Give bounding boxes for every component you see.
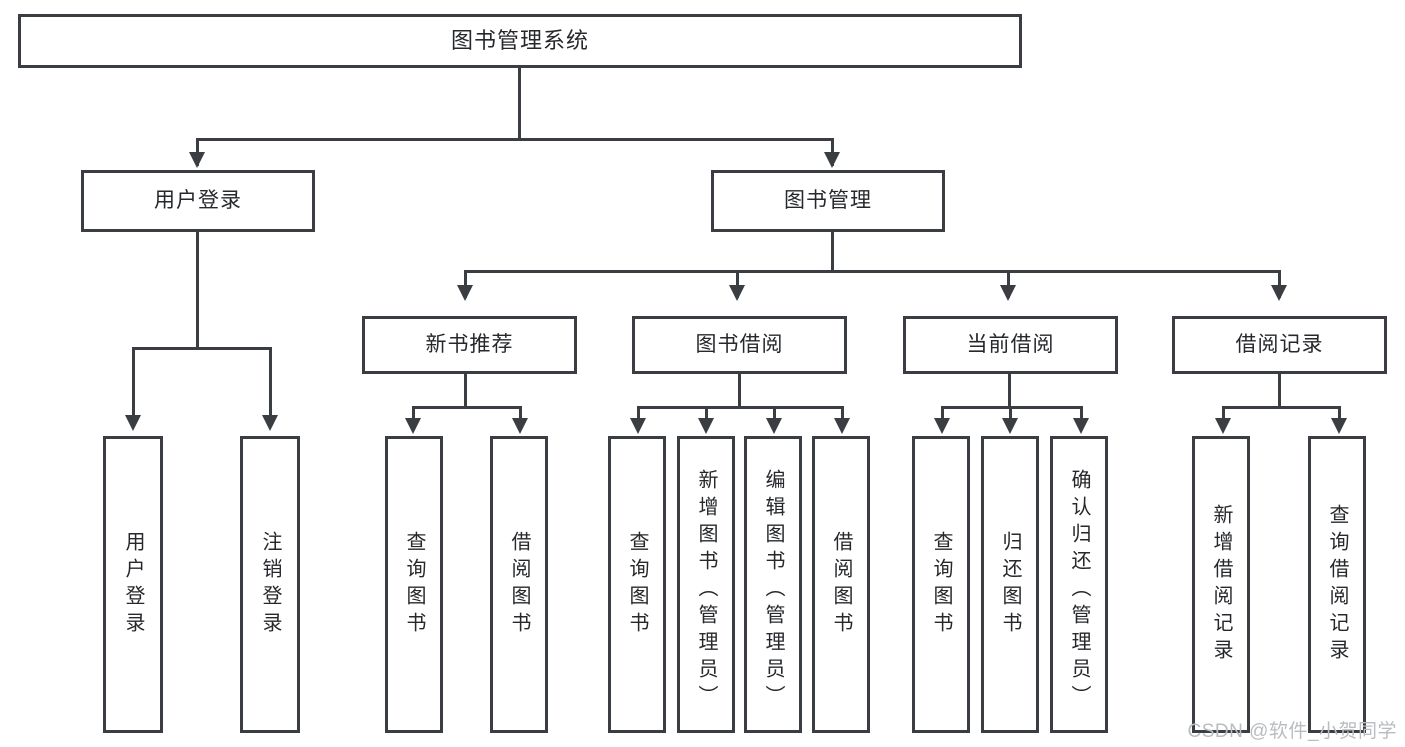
node-label: 图书借阅 — [695, 332, 784, 356]
node-label: 确认归还（管理员） — [1068, 469, 1090, 712]
node-label: 借阅记录 — [1235, 332, 1324, 356]
connector-current-borrow-drop-2 — [1009, 406, 1012, 422]
node-label: 编辑图书（管理员） — [762, 469, 784, 712]
arrowhead-book-borrow-leaf-4 — [834, 418, 850, 434]
arrowhead-book-borrow-leaf-2 — [698, 418, 714, 434]
connector-book-borrow-stem — [738, 374, 741, 408]
connector-book-borrow-bus — [637, 406, 844, 409]
node-label: 新增图书（管理员） — [695, 469, 717, 712]
connector-book-borrow-drop-3 — [773, 406, 776, 422]
arrowhead-to-new-book-recommend — [457, 285, 473, 301]
node-root-system[interactable]: 图书管理系统 — [18, 14, 1022, 68]
node-label: 注销登录 — [259, 530, 281, 639]
connector-current-borrow-drop-3 — [1080, 406, 1083, 422]
node-borrow-record[interactable]: 借阅记录 — [1172, 316, 1387, 374]
node-label: 图书管理系统 — [450, 28, 589, 54]
node-user-login[interactable]: 用户登录 — [81, 170, 315, 232]
arrowhead-to-book-borrow — [729, 285, 745, 301]
node-book-management[interactable]: 图书管理 — [711, 170, 945, 232]
node-label: 查询图书 — [403, 530, 425, 639]
connector-book-borrow-drop-2 — [705, 406, 708, 422]
connector-current-borrow-bus — [941, 406, 1083, 409]
connector-book-manage-drop-2 — [736, 270, 739, 298]
connector-borrow-record-stem — [1278, 374, 1281, 408]
leaf-current-borrow-query-book[interactable]: 查询图书 — [912, 436, 970, 733]
connector-new-book-bus — [412, 406, 522, 409]
connector-book-borrow-drop-4 — [841, 406, 844, 422]
node-label: 当前借阅 — [966, 332, 1055, 356]
arrowhead-borrow-record-leaf-2 — [1331, 418, 1347, 434]
node-label: 查询图书 — [930, 530, 952, 639]
arrowhead-user-login-leaf-1 — [125, 415, 141, 431]
arrowhead-book-borrow-leaf-3 — [766, 418, 782, 434]
connector-book-manage-drop-1 — [464, 270, 467, 298]
arrowhead-borrow-record-leaf-1 — [1215, 418, 1231, 434]
connector-user-login-stem — [196, 232, 199, 349]
connector-borrow-record-drop-1 — [1222, 406, 1225, 422]
leaf-book-borrow-edit-book[interactable]: 编辑图书（管理员） — [744, 436, 802, 733]
connector-user-login-bus — [132, 347, 272, 350]
node-current-borrow[interactable]: 当前借阅 — [903, 316, 1118, 374]
arrowhead-current-borrow-leaf-2 — [1002, 418, 1018, 434]
arrowhead-to-current-borrow — [1000, 285, 1016, 301]
node-label: 用户登录 — [122, 530, 144, 639]
leaf-borrow-record-add-record[interactable]: 新增借阅记录 — [1192, 436, 1250, 733]
leaf-user-login-logout[interactable]: 注销登录 — [240, 436, 300, 733]
leaf-book-borrow-query-book[interactable]: 查询图书 — [608, 436, 666, 733]
arrowhead-user-login-leaf-2 — [262, 415, 278, 431]
connector-new-book-drop-2 — [519, 406, 522, 422]
node-book-borrow[interactable]: 图书借阅 — [632, 316, 847, 374]
node-new-book-recommend[interactable]: 新书推荐 — [362, 316, 577, 374]
arrowhead-current-borrow-leaf-3 — [1073, 418, 1089, 434]
node-label: 归还图书 — [999, 530, 1021, 639]
arrowhead-current-borrow-leaf-1 — [934, 418, 950, 434]
node-label: 查询图书 — [626, 530, 648, 639]
arrowhead-root-to-book-manage — [824, 152, 840, 168]
connector-new-book-drop-1 — [412, 406, 415, 422]
connector-book-manage-drop-3 — [1007, 270, 1010, 298]
node-label: 图书管理 — [784, 188, 872, 212]
leaf-new-book-query-book[interactable]: 查询图书 — [385, 436, 443, 733]
leaf-borrow-record-query-record[interactable]: 查询借阅记录 — [1308, 436, 1366, 733]
arrowhead-root-to-user-login — [189, 152, 205, 168]
arrowhead-new-book-leaf-1 — [405, 418, 421, 434]
connector-borrow-record-bus — [1222, 406, 1341, 409]
node-label: 借阅图书 — [830, 530, 852, 639]
connector-current-borrow-stem — [1008, 374, 1011, 408]
connector-user-login-drop-1 — [132, 347, 135, 422]
leaf-current-borrow-confirm-return[interactable]: 确认归还（管理员） — [1050, 436, 1108, 733]
connector-book-manage-drop-4 — [1278, 270, 1281, 298]
leaf-book-borrow-add-book[interactable]: 新增图书（管理员） — [677, 436, 735, 733]
connector-book-borrow-drop-1 — [637, 406, 640, 422]
node-label: 借阅图书 — [508, 530, 530, 639]
connector-root-stem — [518, 68, 521, 140]
leaf-book-borrow-borrow-book[interactable]: 借阅图书 — [812, 436, 870, 733]
connector-book-manage-bus — [464, 270, 1281, 273]
connector-new-book-stem — [464, 374, 467, 408]
node-label: 新增借阅记录 — [1210, 503, 1232, 666]
leaf-new-book-borrow-book[interactable]: 借阅图书 — [490, 436, 548, 733]
leaf-user-login-login[interactable]: 用户登录 — [103, 436, 163, 733]
leaf-current-borrow-return-book[interactable]: 归还图书 — [981, 436, 1039, 733]
connector-root-bus — [196, 138, 834, 141]
node-label: 查询借阅记录 — [1326, 503, 1348, 666]
watermark-text: CSDN @软件_小贺同学 — [1187, 721, 1397, 742]
connector-current-borrow-drop-1 — [941, 406, 944, 422]
node-label: 用户登录 — [154, 188, 242, 212]
connector-borrow-record-drop-2 — [1338, 406, 1341, 422]
node-label: 新书推荐 — [425, 332, 514, 356]
arrowhead-book-borrow-leaf-1 — [630, 418, 646, 434]
connector-user-login-drop-2 — [269, 347, 272, 422]
connector-book-manage-stem — [831, 232, 834, 272]
arrowhead-new-book-leaf-2 — [512, 418, 528, 434]
arrowhead-to-borrow-record — [1271, 285, 1287, 301]
